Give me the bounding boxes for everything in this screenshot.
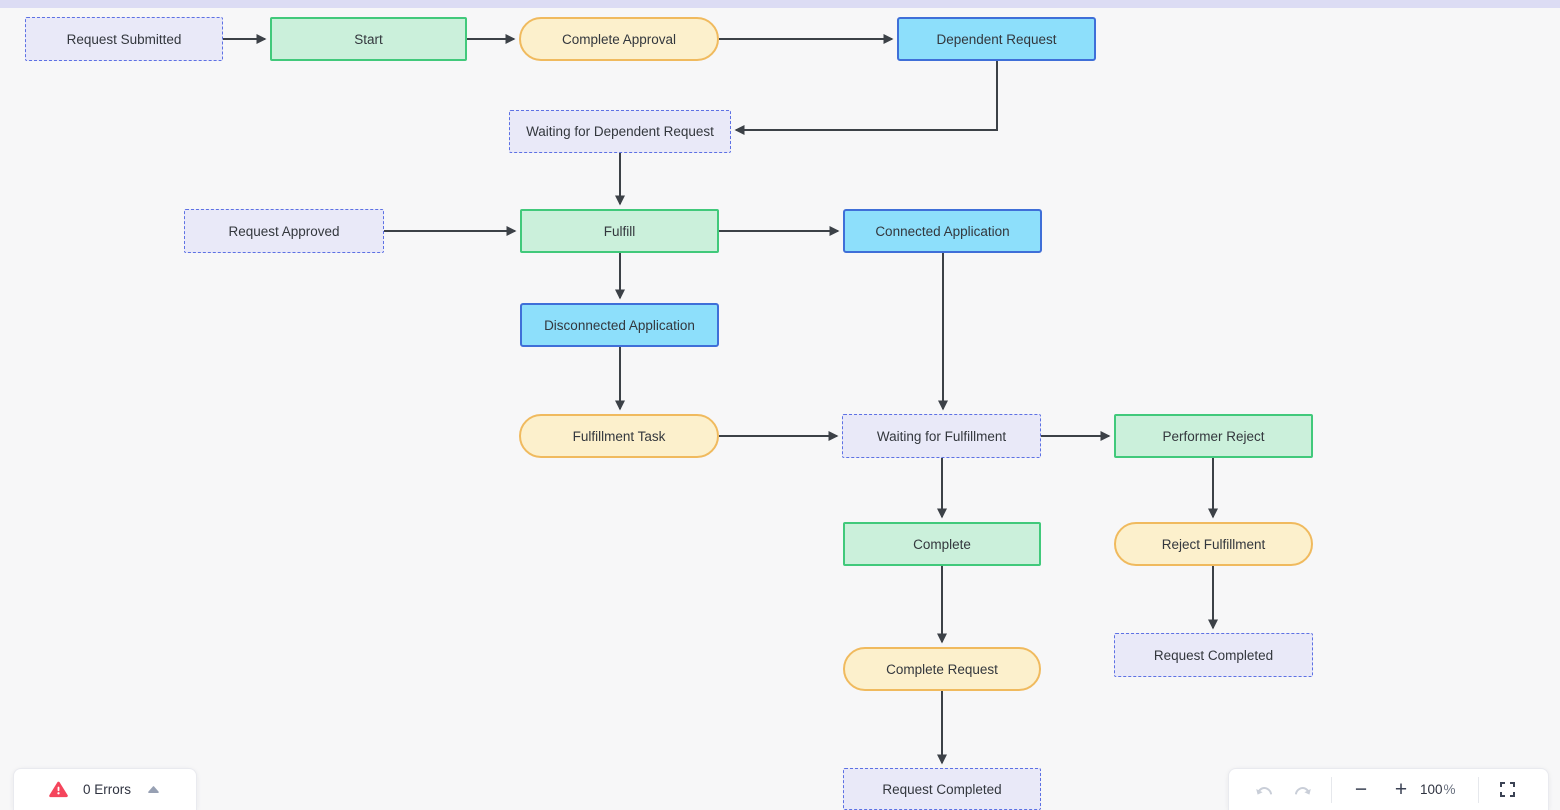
zoom-out-button[interactable]: − <box>1354 778 1368 801</box>
error-count-label: 0 Errors <box>82 782 131 797</box>
node-fulfill[interactable]: Fulfill <box>520 209 719 253</box>
node-waiting-fulfillment[interactable]: Waiting for Fulfillment <box>842 414 1041 458</box>
node-connected-application[interactable]: Connected Application <box>843 209 1042 253</box>
error-warning-icon <box>49 781 69 799</box>
node-reject-fulfillment[interactable]: Reject Fulfillment <box>1114 522 1313 566</box>
node-fulfillment-task[interactable]: Fulfillment Task <box>519 414 719 458</box>
toolbar-divider <box>1477 776 1479 803</box>
node-request-completed-right[interactable]: Request Completed <box>1114 633 1313 677</box>
error-panel[interactable]: 0 Errors <box>13 768 197 810</box>
redo-icon <box>1294 787 1311 795</box>
fullscreen-button[interactable] <box>1493 775 1523 805</box>
node-start[interactable]: Start <box>270 17 467 61</box>
node-complete-approval[interactable]: Complete Approval <box>519 17 719 61</box>
canvas-toolbar: − + 100% <box>1228 768 1549 810</box>
node-disconnected-application[interactable]: Disconnected Application <box>520 303 719 347</box>
node-request-completed-bottom[interactable]: Request Completed <box>843 768 1041 810</box>
node-request-approved[interactable]: Request Approved <box>184 209 384 253</box>
node-complete-request[interactable]: Complete Request <box>843 647 1041 691</box>
zoom-in-button[interactable]: + <box>1394 778 1408 801</box>
collapse-errors-button[interactable] <box>145 782 161 798</box>
node-dependent-request[interactable]: Dependent Request <box>897 17 1096 61</box>
edge-dependent-request-to-waiting-dependent[interactable] <box>734 61 998 135</box>
undo-icon <box>1255 787 1272 795</box>
node-waiting-dependent[interactable]: Waiting for Dependent Request <box>509 110 731 153</box>
redo-button[interactable] <box>1287 775 1317 805</box>
zoom-value: 100 <box>1420 782 1443 797</box>
toolbar-divider <box>1331 776 1332 803</box>
fullscreen-icon <box>1500 782 1516 797</box>
top-scroll-strip <box>0 0 1560 8</box>
undo-button[interactable] <box>1249 775 1279 805</box>
node-complete[interactable]: Complete <box>843 522 1041 566</box>
node-request-submitted[interactable]: Request Submitted <box>25 17 223 61</box>
zoom-level-label: 100% <box>1420 782 1456 797</box>
node-performer-reject[interactable]: Performer Reject <box>1114 414 1313 458</box>
zoom-unit: % <box>1443 782 1456 797</box>
